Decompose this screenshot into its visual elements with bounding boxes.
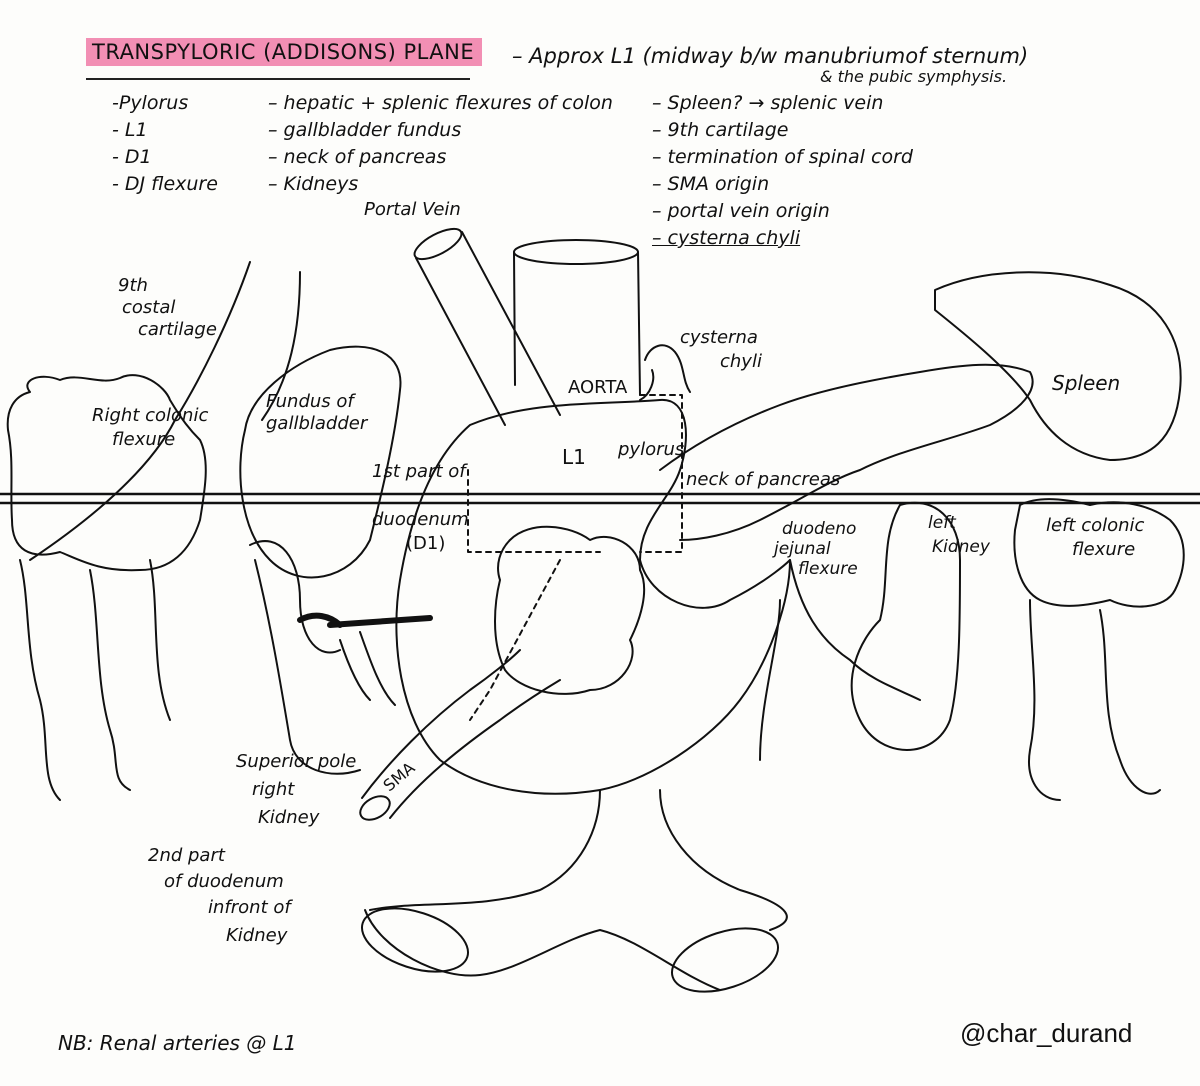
- label-second-part-1: 2nd part: [148, 845, 225, 866]
- label-first-part-1: 1st part of: [372, 461, 466, 482]
- list-col-1: -Pylorus - L1 - D1 - DJ flexure: [112, 90, 218, 198]
- transpyloric-plane-line: [0, 492, 1200, 505]
- label-dj-flexure-1: duodeno: [782, 519, 857, 539]
- approx-line-1: – Approx L1 (midway b/w manubriumof ster…: [512, 44, 1029, 68]
- sma-tube: [359, 649, 561, 821]
- spleen-outline: [934, 271, 1182, 461]
- label-9th-costal-2: costal: [122, 297, 176, 318]
- label-l1: L1: [562, 445, 586, 469]
- label-portal-vein: Portal Vein: [364, 199, 461, 220]
- label-pylorus: pylorus: [618, 439, 685, 460]
- label-9th-costal-3: cartilage: [138, 319, 217, 340]
- label-fundus-2: gallbladder: [266, 413, 368, 434]
- gallbladder-outline: [239, 345, 402, 579]
- pancreas-body-outline: [659, 363, 1034, 541]
- descending-colon-outline: [1028, 599, 1161, 801]
- label-left-colic-2: flexure: [1072, 539, 1136, 560]
- list-item: – hepatic + splenic flexures of colon: [268, 92, 613, 114]
- list-item: - D1: [112, 146, 152, 168]
- pancreas-head-outline: [494, 525, 646, 695]
- list-item: - L1: [112, 119, 148, 141]
- title-block: TRANSPYLORIC (ADDISONS) PLANE: [86, 38, 483, 67]
- list-item: – portal vein origin: [652, 200, 830, 222]
- list-item: – termination of spinal cord: [652, 146, 913, 168]
- label-superior-pole-3: Kidney: [258, 807, 320, 828]
- label-second-part-3: infront of: [208, 897, 291, 918]
- label-second-part-4: Kidney: [226, 925, 288, 946]
- list-item: – SMA origin: [652, 173, 770, 195]
- label-second-part-2: of duodenum: [164, 871, 284, 892]
- second-part-duodenum-outline: [297, 612, 433, 628]
- label-right-colic-1: Right colonic: [92, 405, 209, 426]
- label-first-part-3: (D1): [406, 533, 446, 554]
- left-colic-flexure-outline: [1013, 498, 1185, 608]
- portal-vein-tube: [413, 227, 561, 426]
- aorta-tube: [513, 239, 641, 396]
- d1-dashed-outline: [467, 394, 683, 721]
- duodenum-loop-outline: [395, 398, 791, 795]
- label-left-colic-1: left colonic: [1046, 515, 1145, 536]
- ascending-colon-outline: [19, 559, 171, 801]
- author-credit: @char_durand: [960, 1018, 1133, 1048]
- list-item: – neck of pancreas: [268, 146, 447, 168]
- label-superior-pole-1: Superior pole: [236, 751, 357, 772]
- approx-line-2: & the pubic symphysis.: [820, 67, 1008, 86]
- list-item: - DJ flexure: [112, 173, 218, 195]
- list-col-3: – Spleen? → splenic vein – 9th cartilage…: [652, 90, 913, 252]
- title-underline: [86, 78, 470, 80]
- right-colic-flexure-outline: [6, 374, 207, 572]
- list-item: – Spleen? → splenic vein: [652, 92, 884, 114]
- label-right-colic-2: flexure: [112, 429, 176, 450]
- list-item: – gallbladder fundus: [268, 119, 462, 141]
- costal-margin-outline: [29, 261, 301, 561]
- label-9th-costal-1: 9th: [118, 275, 148, 296]
- label-spleen: Spleen: [1052, 371, 1121, 395]
- label-left-kidney-1: left: [928, 513, 956, 533]
- label-dj-flexure-3: flexure: [798, 559, 858, 579]
- label-neck-pancreas: neck of pancreas: [686, 469, 841, 490]
- jejunum-outline: [759, 559, 921, 761]
- label-aorta: AORTA: [568, 377, 628, 398]
- label-cysterna-1: cysterna: [680, 327, 758, 348]
- descending-duodenum-outline: [339, 631, 396, 706]
- list-item: – Kidneys: [268, 173, 359, 195]
- list-item: – 9th cartilage: [652, 119, 789, 141]
- footnote-renal-arteries: NB: Renal arteries @ L1: [58, 1031, 297, 1055]
- cysterna-chyli-outline: [639, 344, 691, 401]
- label-left-kidney-2: Kidney: [932, 537, 990, 557]
- page-title: TRANSPYLORIC (ADDISONS) PLANE: [86, 38, 483, 67]
- label-fundus-1: Fundus of: [266, 391, 354, 412]
- list-item: – cysterna chyli: [652, 227, 801, 249]
- label-superior-pole-2: right: [252, 779, 295, 800]
- list-item: -Pylorus: [112, 92, 189, 114]
- label-cysterna-2: chyli: [720, 351, 762, 372]
- label-dj-flexure-2: jejunal: [774, 539, 831, 559]
- list-col-2: – hepatic + splenic flexures of colon – …: [268, 90, 613, 198]
- iliac-bifurcation: [360, 789, 788, 993]
- label-first-part-2: duodenum: [372, 509, 469, 530]
- right-kidney-outline: [249, 540, 361, 775]
- left-kidney-outline: [850, 501, 961, 751]
